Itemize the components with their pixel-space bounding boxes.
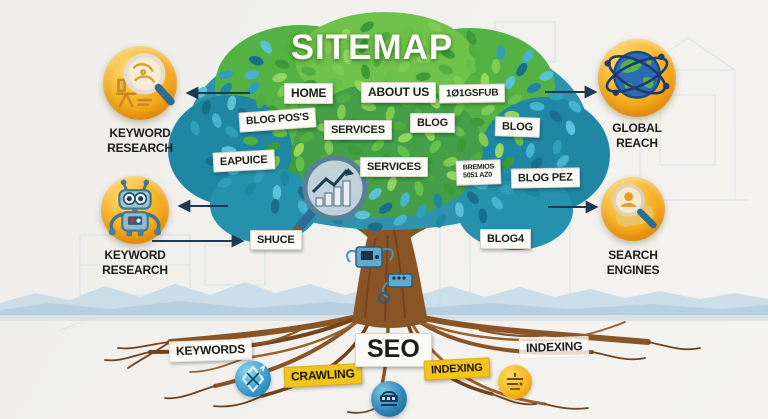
keyword-research-robot-label-line2: RESEARCH <box>102 263 168 277</box>
branch-label-blog-1: BLOG <box>410 113 455 134</box>
search-engines-badge <box>601 177 665 241</box>
search-engines-label: SEARCH ENGINES <box>591 248 675 278</box>
index-lines-icon <box>507 373 523 390</box>
root-label-indexing: INDEXING <box>518 335 590 360</box>
root-label-crawling: CRAWLING <box>283 362 363 389</box>
branch-label-blog-2: BLOG <box>494 116 541 138</box>
branch-label-shuce: SHUCE <box>250 230 302 251</box>
index-lines-badge <box>498 365 532 399</box>
global-reach-label-line2: REACH <box>616 136 658 150</box>
branch-label-services-1: SERVICES <box>324 120 392 141</box>
branch-label-home: HOME <box>284 83 334 105</box>
branch-label-about-us: ABOUT US <box>361 82 437 104</box>
branch-label-bremios-line2: 5051 AZ0 <box>463 171 493 180</box>
globe-network-icon <box>604 50 670 99</box>
circuit-gadget-icon <box>346 246 413 304</box>
branch-label-eapuice: EAPUICE <box>212 149 275 173</box>
keyword-research-robot-label: KEYWORD RESEARCH <box>93 248 177 278</box>
magnifier-person-icon <box>612 183 657 229</box>
branch-label-services-2: SERVICES <box>360 157 428 178</box>
robot-icon <box>108 179 162 237</box>
root-label-keywords: KEYWORDS <box>168 338 253 363</box>
keyword-research-label-line1: KEYWORD <box>109 126 171 140</box>
crawler-machine-icon <box>380 391 398 406</box>
keyword-research-label-line2: RESEARCH <box>107 141 173 155</box>
branch-label-gsfub: 1Ø1GSFUB <box>438 83 506 104</box>
global-reach-label: GLOBAL REACH <box>595 121 679 151</box>
root-label-indexing-badge: INDEXING <box>423 357 491 381</box>
search-engines-label-line1: SEARCH <box>608 248 658 262</box>
magnifier-tools-icon <box>115 52 175 108</box>
keyword-research-label: KEYWORD RESEARCH <box>98 126 182 156</box>
compass-node-badge <box>235 361 271 397</box>
crawler-machine-badge <box>371 381 407 417</box>
global-reach-label-line1: GLOBAL <box>612 121 662 135</box>
branch-label-bremios: BREMIOS 5051 AZ0 <box>455 159 502 186</box>
root-label-seo: SEO <box>355 333 432 367</box>
robot-badge <box>101 176 169 244</box>
keyword-research-badge <box>103 46 177 120</box>
connector-arrows <box>152 85 599 248</box>
compass-node-icon <box>241 364 266 393</box>
keyword-research-robot-label-line1: KEYWORD <box>104 248 166 262</box>
branch-label-blog-pez: BLOG PEZ <box>510 167 580 189</box>
page-title: SITEMAP <box>290 28 454 67</box>
branch-label-blog4: BLOG4 <box>480 229 531 250</box>
search-engines-label-line2: ENGINES <box>606 263 660 277</box>
global-reach-badge <box>598 39 676 117</box>
